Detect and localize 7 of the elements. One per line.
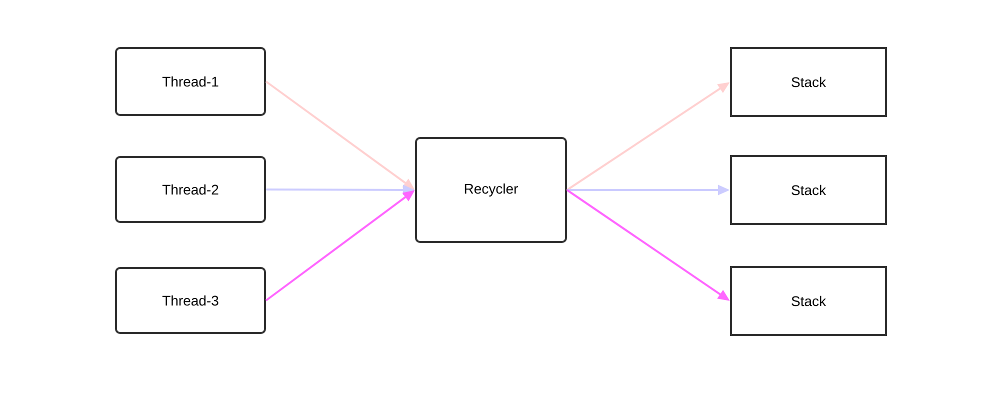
thread-box: Thread-2 [115, 156, 266, 223]
stack-box: Stack [730, 266, 887, 336]
thread-box: Thread-3 [115, 267, 266, 334]
recycler-box: Recycler [415, 137, 567, 243]
thread-box: Thread-1 [115, 47, 266, 116]
stack-box: Stack [730, 155, 887, 225]
stack-box: Stack [730, 47, 887, 117]
